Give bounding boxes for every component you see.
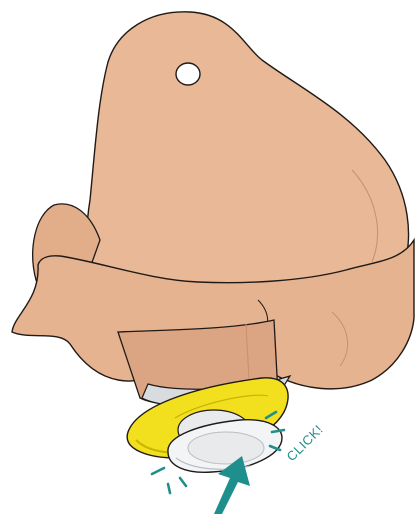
- click-label: CLICK!: [284, 422, 326, 464]
- hanging-hole: [176, 63, 200, 85]
